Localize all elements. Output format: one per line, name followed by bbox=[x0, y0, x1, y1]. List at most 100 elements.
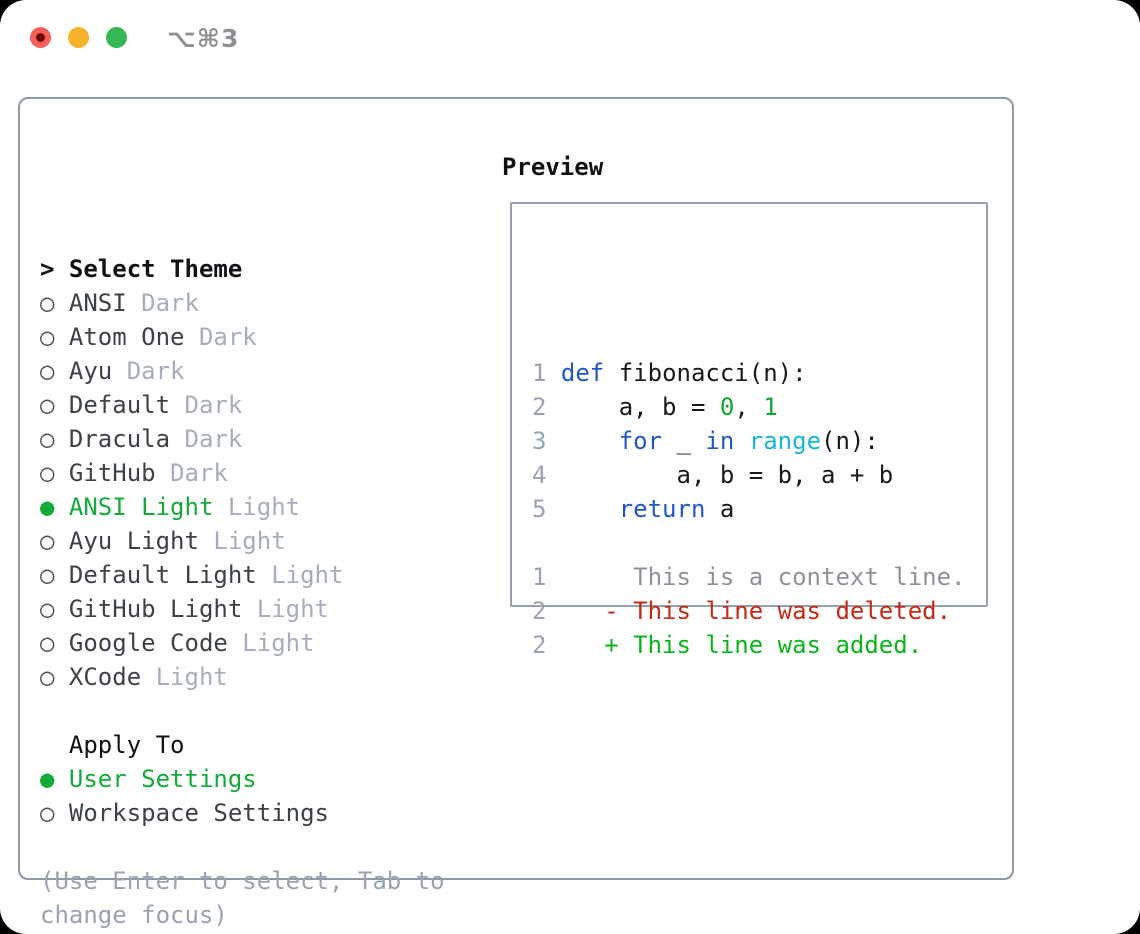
line-number: 2 bbox=[532, 631, 547, 659]
theme-name: Default Light bbox=[68, 561, 272, 589]
theme-option-github-light[interactable]: ○ GitHub Light Light bbox=[40, 592, 445, 626]
unsaved-dot-icon bbox=[36, 33, 45, 42]
preview-code-line: 2 a, b = 0, 1 bbox=[532, 390, 965, 424]
theme-list-header: > Select Theme bbox=[40, 252, 445, 286]
focus-caret-icon: > bbox=[40, 255, 69, 283]
theme-name: Atom One bbox=[68, 323, 199, 351]
radio-icon: ○ bbox=[40, 391, 69, 419]
radio-icon: ○ bbox=[40, 629, 69, 657]
code-token-builtin: range bbox=[748, 427, 822, 455]
radio-icon: ○ bbox=[40, 561, 69, 589]
theme-badge: Light bbox=[271, 561, 344, 589]
theme-name: GitHub bbox=[68, 459, 171, 487]
theme-option-default[interactable]: ○ Default Dark bbox=[40, 388, 445, 422]
radio-icon: ○ bbox=[40, 595, 69, 623]
theme-option-google-code[interactable]: ○ Google Code Light bbox=[40, 626, 445, 660]
code-token-code: a bbox=[705, 495, 735, 523]
spacer bbox=[40, 694, 445, 728]
theme-badge: Light bbox=[256, 595, 329, 623]
line-number: 1 bbox=[532, 359, 547, 387]
apply-option-label: Workspace Settings bbox=[68, 799, 329, 827]
radio-icon: ○ bbox=[40, 289, 69, 317]
theme-badge: Dark bbox=[198, 323, 257, 351]
theme-name: Dracula bbox=[68, 425, 185, 453]
code-token-added: + This line was added. bbox=[560, 631, 923, 659]
theme-badge: Dark bbox=[184, 391, 243, 419]
apply-option-label: User Settings bbox=[68, 765, 257, 793]
help-text: change focus) bbox=[40, 901, 228, 929]
theme-option-default-light[interactable]: ○ Default Light Light bbox=[40, 558, 445, 592]
radio-icon: ○ bbox=[40, 527, 69, 555]
theme-badge: Light bbox=[242, 629, 315, 657]
theme-badge: Dark bbox=[184, 425, 243, 453]
theme-name: Google Code bbox=[68, 629, 243, 657]
theme-badge: Light bbox=[227, 493, 301, 521]
minimize-button[interactable] bbox=[68, 27, 89, 48]
theme-list: > Select Theme○ ANSI Dark○ Atom One Dark… bbox=[40, 150, 445, 932]
theme-option-xcode[interactable]: ○ XCode Light bbox=[40, 660, 445, 694]
theme-option-ansi-light[interactable]: ● ANSI Light Light bbox=[40, 490, 445, 524]
preview-code-line: 1 def fibonacci(n): bbox=[532, 356, 965, 390]
theme-name: Default bbox=[68, 391, 185, 419]
radio-icon: ○ bbox=[40, 459, 69, 487]
preview-code-line: 2 + This line was added. bbox=[532, 628, 965, 662]
radio-icon: ○ bbox=[40, 799, 69, 827]
code-token-code bbox=[561, 495, 619, 523]
theme-name: XCode bbox=[68, 663, 156, 691]
zoom-button[interactable] bbox=[106, 27, 127, 48]
theme-option-ayu[interactable]: ○ Ayu Dark bbox=[40, 354, 445, 388]
apply-to-label: Apply To bbox=[68, 731, 185, 759]
apply-to-header: Apply To bbox=[40, 728, 445, 762]
radio-icon: ○ bbox=[40, 425, 69, 453]
code-token-number: 0 bbox=[719, 393, 735, 421]
preview-code-line: 5 return a bbox=[532, 492, 965, 526]
code-token-code: a, b = bbox=[560, 393, 720, 421]
code-token-code: , bbox=[734, 393, 764, 421]
line-number: 2 bbox=[532, 393, 547, 421]
help-text-line-1: (Use Enter to select, Tab to bbox=[40, 864, 445, 898]
theme-option-ansi[interactable]: ○ ANSI Dark bbox=[40, 286, 445, 320]
theme-list-header-label: Select Theme bbox=[68, 255, 243, 283]
help-text-line-2: change focus) bbox=[40, 898, 445, 932]
theme-badge: Dark bbox=[141, 289, 199, 317]
apply-option-user-settings[interactable]: ● User Settings bbox=[40, 762, 445, 796]
theme-picker-panel: > Select Theme○ ANSI Dark○ Atom One Dark… bbox=[18, 97, 1014, 929]
code-token-code: fibonacci(n): bbox=[604, 359, 807, 387]
code-token-deleted: - This line was deleted. bbox=[560, 597, 952, 625]
close-button[interactable] bbox=[30, 27, 51, 48]
code-token-code: a, b = b, a + b bbox=[560, 461, 894, 489]
preview-code-line bbox=[532, 526, 965, 560]
theme-option-ayu-light[interactable]: ○ Ayu Light Light bbox=[40, 524, 445, 558]
theme-option-atom-one[interactable]: ○ Atom One Dark bbox=[40, 320, 445, 354]
line-number: 1 bbox=[532, 563, 547, 591]
code-token-keyword: def bbox=[560, 359, 605, 387]
code-token-keyword: in bbox=[705, 427, 735, 455]
code-token-code: (n): bbox=[821, 427, 879, 455]
line-number: 3 bbox=[532, 427, 547, 455]
preview-code-line: 3 for _ in range(n): bbox=[532, 424, 965, 458]
line-number: 5 bbox=[532, 495, 547, 523]
radio-icon: ○ bbox=[40, 663, 69, 691]
line-number: 4 bbox=[532, 461, 547, 489]
theme-option-github[interactable]: ○ GitHub Dark bbox=[40, 456, 445, 490]
code-token-keyword: return bbox=[618, 495, 706, 523]
code-token-code bbox=[734, 427, 748, 455]
code-token-keyword: for bbox=[618, 427, 663, 455]
theme-name: GitHub Light bbox=[68, 595, 257, 623]
theme-name: ANSI bbox=[68, 289, 142, 317]
line-number: 2 bbox=[532, 597, 547, 625]
code-token-number: 1 bbox=[763, 393, 778, 421]
code-token-code: _ bbox=[662, 427, 706, 455]
theme-name: Ayu bbox=[68, 357, 127, 385]
spacer bbox=[40, 830, 445, 864]
apply-option-workspace-settings[interactable]: ○ Workspace Settings bbox=[40, 796, 445, 830]
theme-option-dracula[interactable]: ○ Dracula Dark bbox=[40, 422, 445, 456]
preview-code-line: 4 a, b = b, a + b bbox=[532, 458, 965, 492]
theme-name: Ayu Light bbox=[68, 527, 214, 555]
preview-code-line: 2 - This line was deleted. bbox=[532, 594, 965, 628]
code-token-code bbox=[561, 427, 619, 455]
radio-icon: ○ bbox=[40, 357, 69, 385]
